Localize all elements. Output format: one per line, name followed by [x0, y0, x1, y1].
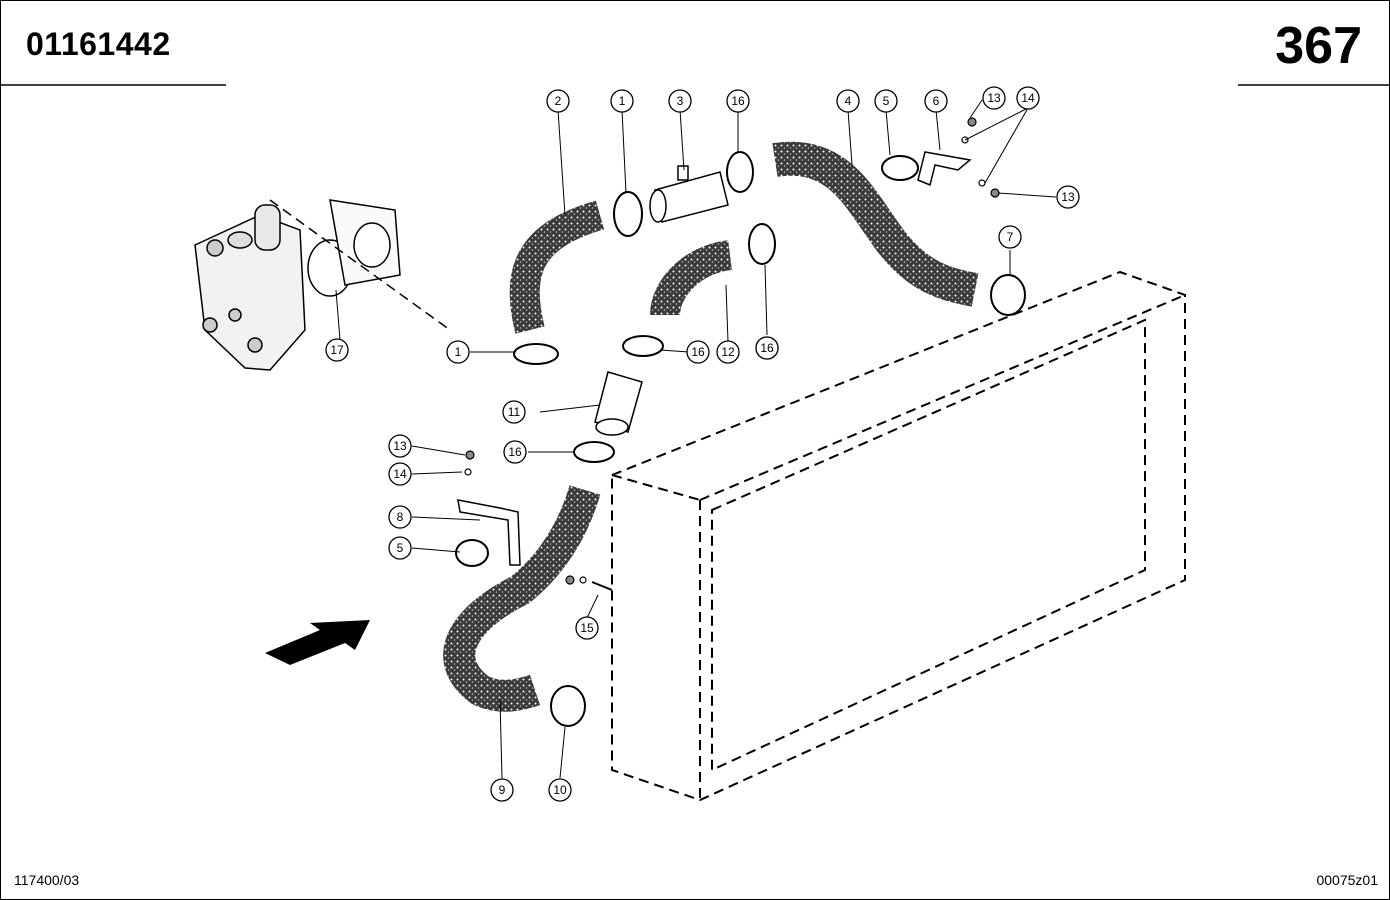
leader-lines — [335, 99, 1057, 779]
callout-13: 13 — [982, 86, 1006, 110]
callout-5: 5 — [388, 536, 412, 560]
callout-label: 4 — [845, 94, 852, 108]
callout-label: 5 — [397, 541, 404, 555]
callout-label: 1 — [455, 345, 462, 359]
thermostat-housing — [194, 199, 451, 371]
brackets — [457, 151, 972, 566]
hose-2 — [509, 200, 605, 334]
callout-label: 15 — [580, 621, 594, 635]
callout-label: 10 — [553, 783, 567, 797]
callout-label: 16 — [731, 94, 745, 108]
callout-label: 2 — [555, 94, 562, 108]
callout-16: 16 — [503, 440, 527, 464]
header-rule — [0, 84, 1390, 86]
callout-2: 2 — [546, 89, 570, 113]
callout-1: 1 — [610, 89, 634, 113]
callout-label: 13 — [987, 91, 1001, 105]
callout-13: 13 — [1056, 185, 1080, 209]
callout-1: 1 — [446, 340, 470, 364]
callout-3: 3 — [668, 89, 692, 113]
callout-6: 6 — [924, 89, 948, 113]
callout-12: 12 — [716, 340, 740, 364]
callout-11: 11 — [502, 400, 526, 424]
callout-16: 16 — [755, 336, 779, 360]
direction-arrow — [265, 620, 370, 665]
callout-label: 5 — [883, 94, 890, 108]
callout-16: 16 — [726, 89, 750, 113]
callout-9: 9 — [490, 778, 514, 802]
callout-label: 3 — [677, 94, 684, 108]
callout-label: 11 — [508, 405, 521, 419]
pipe-11 — [594, 371, 643, 436]
hose-9 — [443, 485, 601, 712]
callout-label: 12 — [721, 345, 735, 359]
part-number-title: 01161442 — [26, 26, 171, 62]
callout-label: 6 — [933, 94, 940, 108]
callout-label: 8 — [397, 510, 404, 524]
callout-15: 15 — [575, 616, 599, 640]
callout-label: 13 — [393, 439, 407, 453]
callout-17: 17 — [325, 338, 349, 362]
callout-4: 4 — [836, 89, 860, 113]
callout-label: 17 — [330, 343, 344, 357]
callout-label: 1 — [619, 94, 626, 108]
callout-5: 5 — [874, 89, 898, 113]
callout-label: 16 — [508, 445, 522, 459]
callout-8: 8 — [388, 505, 412, 529]
hose-clamps — [455, 151, 1026, 727]
callout-14: 14 — [388, 462, 412, 486]
pipe-3 — [649, 165, 729, 223]
footer-right-code: 00075z01 — [1316, 872, 1378, 888]
radiator-core — [611, 270, 1186, 802]
callout-label: 16 — [691, 345, 705, 359]
callout-label: 9 — [499, 783, 506, 797]
hose-4 — [772, 141, 979, 307]
footer-left-code: 117400/03 — [14, 872, 80, 888]
callout-7: 7 — [998, 225, 1022, 249]
page-number: 367 — [1275, 17, 1362, 75]
callout-label: 16 — [760, 341, 774, 355]
callout-16: 16 — [686, 340, 710, 364]
callout-label: 14 — [1021, 91, 1035, 105]
callout-label: 14 — [393, 467, 407, 481]
callout-label: 13 — [1061, 190, 1075, 204]
hose-12 — [650, 240, 733, 317]
callout-13: 13 — [388, 434, 412, 458]
callout-14: 14 — [1016, 86, 1040, 110]
callout-10: 10 — [548, 778, 572, 802]
callout-label: 7 — [1007, 230, 1014, 244]
